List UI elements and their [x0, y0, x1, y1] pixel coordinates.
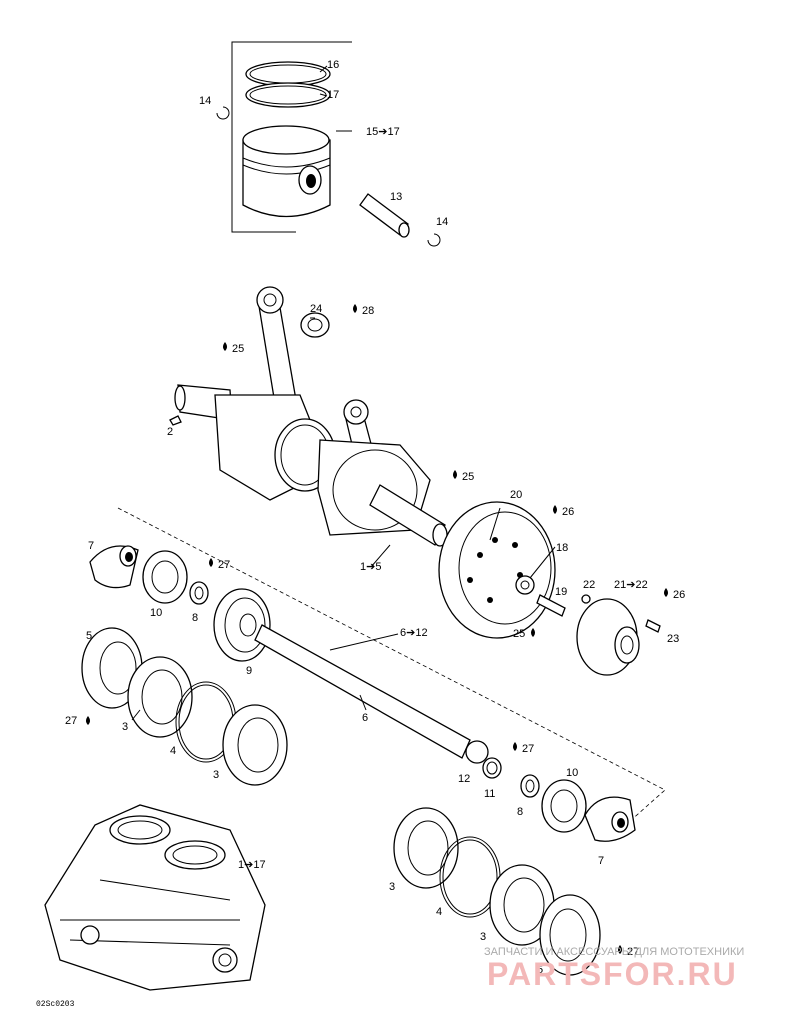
callout-5-left: 5 [86, 630, 92, 642]
oil-drop-icon [223, 342, 227, 351]
callout-3-a: 3 [122, 721, 128, 733]
circlip-right [427, 233, 441, 247]
callout-17: 17 [327, 89, 339, 101]
callout-20: 20 [510, 489, 522, 501]
leader-lines [131, 507, 556, 721]
engine-block [44, 804, 266, 991]
piston-ring-lower [245, 82, 331, 108]
callout-24: 24 [310, 303, 322, 315]
callout-2: 2 [167, 426, 173, 438]
oil-drop-icon [531, 628, 535, 637]
callout-15-17: 15➔17 [366, 126, 400, 138]
bearing-10-left [142, 550, 188, 604]
watermark: ЗАПЧАСТИ И АКСЕССУАРЫ ДЛЯ МОТОТЕХНИКИ PA… [484, 946, 744, 992]
callout-4-right: 4 [436, 906, 442, 918]
watermark-tagline: ЗАПЧАСТИ И АКСЕССУАРЫ ДЛЯ МОТОТЕХНИКИ [484, 946, 744, 958]
callout-7-right: 7 [598, 855, 604, 867]
callout-27-mid: 27 [522, 743, 534, 755]
needle-bearing [300, 312, 330, 338]
callout-10-right: 10 [566, 767, 578, 779]
callout-7-left: 7 [88, 540, 94, 552]
ring-11 [482, 757, 502, 779]
piston-group [216, 41, 441, 247]
callout-9: 9 [246, 665, 252, 677]
oil-drop-icon [553, 505, 557, 514]
callout-3-c: 3 [389, 881, 395, 893]
callout-22: 22 [583, 579, 595, 591]
ring-8-left [189, 581, 209, 605]
callout-23: 23 [667, 633, 679, 645]
callout-1-5: 1➔5 [360, 561, 381, 573]
oil-drop-icon [353, 304, 357, 313]
oil-drop-icon [513, 742, 517, 751]
callout-26-right: 26 [673, 589, 685, 601]
piston-bracket-line [231, 41, 352, 233]
callout-8-right: 8 [517, 806, 523, 818]
circlip-left [216, 106, 230, 120]
woodruff-key [169, 415, 182, 426]
oil-drop-icon [453, 470, 457, 479]
callout-3-d: 3 [480, 931, 486, 943]
oil-drop-icon [86, 716, 90, 725]
needle-bearing-12 [465, 740, 489, 764]
seal-5-right [539, 894, 601, 976]
piston [242, 139, 331, 218]
callout-3-b: 3 [213, 769, 219, 781]
callout-27-left: 27 [65, 715, 77, 727]
ring-22 [581, 594, 591, 604]
callout-12: 12 [458, 773, 470, 785]
washer-18 [515, 575, 535, 595]
bearing-10-right [541, 779, 587, 833]
crankshaft-right-end [369, 484, 446, 546]
callout-4-left: 4 [170, 745, 176, 757]
diagram-code: 02Sc0203 [36, 1000, 75, 1009]
callout-13: 13 [390, 191, 402, 203]
callout-11: 11 [484, 788, 495, 800]
magneto-group [438, 501, 661, 676]
magneto-flywheel [438, 501, 556, 639]
callout-18: 18 [556, 542, 568, 554]
main-bearings-left [81, 627, 288, 786]
callout-6-12: 6➔12 [400, 627, 428, 639]
callout-28: 28 [362, 305, 374, 317]
ring-8-right [520, 774, 540, 798]
callout-5-right: 5 [537, 964, 543, 976]
bearing-3-left-b [222, 704, 288, 786]
callout-1-17: 1➔17 [238, 859, 266, 871]
balancer-gear [213, 588, 271, 662]
oil-drop-icon [664, 588, 668, 597]
callout-10-left: 10 [150, 607, 162, 619]
callout-27-top: 27 [218, 559, 230, 571]
balancer-shaft [254, 624, 471, 759]
callout-27-bottom: 27 [627, 946, 639, 958]
callout-14-left: 14 [199, 95, 211, 107]
watermark-logo: PARTSFOR.RU [487, 956, 738, 992]
callout-19: 19 [555, 586, 567, 598]
callout-25-mid: 25 [462, 471, 474, 483]
main-bearings-right [393, 807, 601, 976]
callout-25-top: 25 [232, 343, 244, 355]
oil-drop-icon [618, 945, 622, 954]
callout-14-right: 14 [436, 216, 448, 228]
oil-drop-icon [209, 558, 213, 567]
callout-26-top: 26 [562, 506, 574, 518]
crankshaft-group [169, 286, 448, 547]
balancer-shaft-group [89, 507, 666, 842]
piston-pin [359, 193, 409, 236]
callout-8-left: 8 [192, 612, 198, 624]
screw-23 [645, 619, 661, 633]
callout-labels: 16 17 14 15➔17 13 14 24 28 25 2 25 20 26… [65, 59, 685, 976]
callout-16: 16 [327, 59, 339, 71]
callout-25-bottom: 25 [513, 628, 525, 640]
nut-19 [536, 594, 566, 617]
callout-21-22: 21➔22 [614, 579, 648, 591]
callout-6: 6 [362, 712, 368, 724]
connecting-rod-left [257, 295, 297, 411]
